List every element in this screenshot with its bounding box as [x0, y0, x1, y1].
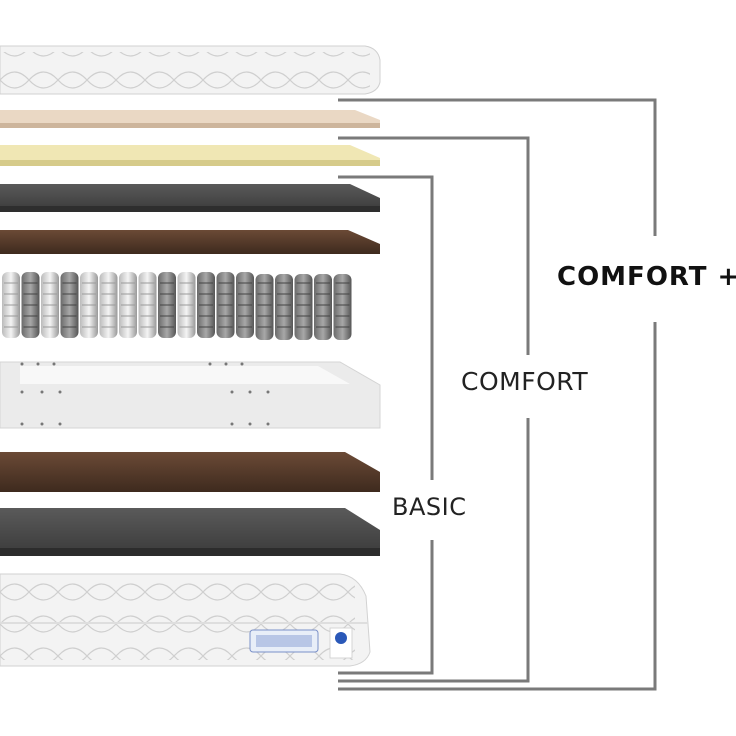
top-quilted-cover	[0, 45, 381, 95]
coconut-fiber-layer-top	[0, 230, 380, 254]
pocket-spring	[275, 274, 293, 340]
pocket-spring	[333, 274, 352, 340]
bracket-comfort	[338, 136, 530, 683]
pocket-spring	[294, 274, 313, 340]
label-basic: BASIC	[392, 493, 467, 521]
certification-logo-icon	[329, 627, 353, 659]
bracket-comfort-plus	[338, 98, 657, 691]
dark-foam-layer-bottom	[0, 508, 380, 556]
pocket-spring	[255, 274, 274, 340]
memory-foam-layer	[0, 145, 380, 166]
coconut-fiber-layer-bottom	[0, 452, 380, 492]
pocket-spring-core	[2, 272, 352, 340]
bracket-basic	[338, 175, 434, 675]
bottom-quilted-cover	[0, 573, 371, 667]
latex-layer	[0, 110, 380, 128]
pocket-spring	[314, 274, 332, 340]
label-comfort: COMFORT	[461, 367, 589, 396]
label-comfort-plus: COMFORT +	[557, 262, 736, 292]
foam-frame	[0, 361, 381, 429]
dark-foam-layer-top	[0, 184, 380, 212]
product-tag-badge	[249, 629, 319, 653]
